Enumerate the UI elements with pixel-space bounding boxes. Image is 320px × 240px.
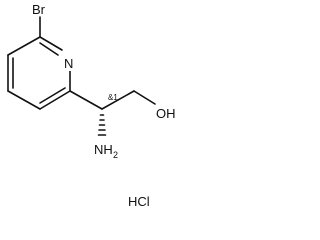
nitrogen-label: N (64, 56, 73, 71)
stereo-descriptor: &1 (108, 93, 118, 102)
amine-subscript: 2 (113, 150, 118, 160)
bond-n-c2 (39, 36, 63, 51)
bond-n-c2-inner (39, 42, 59, 56)
bond-chiral-ch2 (101, 90, 135, 110)
hydroxyl-label: OH (156, 106, 176, 121)
amine-label: NH (94, 142, 113, 157)
nitrogen-label-mask (63, 55, 77, 71)
bond-c2-c3 (7, 36, 41, 56)
bond-ch2-oh (133, 90, 156, 105)
bond-c4-c5 (7, 90, 41, 110)
bond-c5-c6 (39, 90, 71, 110)
salt-label: HCl (128, 194, 150, 209)
pyridine-ring (7, 36, 71, 110)
chemical-structure: N Br &1 OH NH 2 HCl (7, 2, 176, 209)
bond-ring-chiral (69, 90, 103, 110)
bond-c5-c6-inner (39, 87, 66, 104)
hashed-wedge-bond (97, 114, 107, 136)
bromine-label: Br (32, 2, 46, 17)
